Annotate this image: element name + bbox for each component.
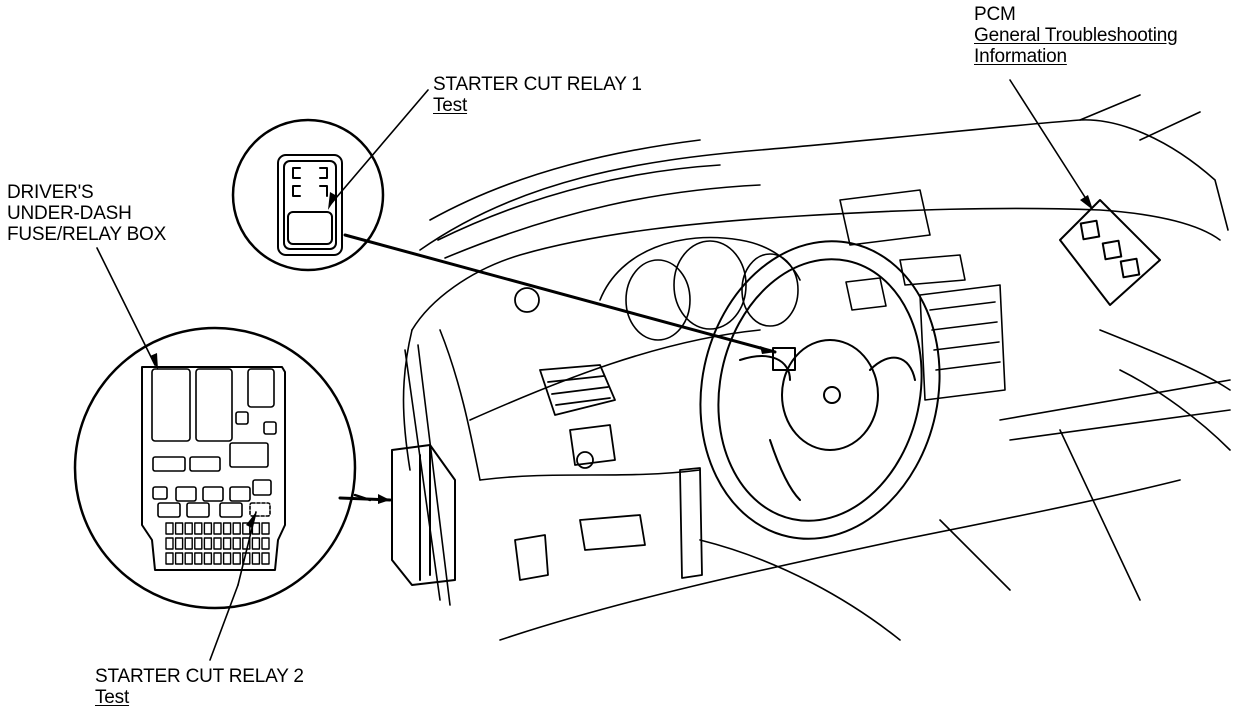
fusebox-line-3: FUSE/RELAY BOX xyxy=(7,224,167,245)
relay1-label: STARTER CUT RELAY 1 Test xyxy=(433,74,642,116)
steering-wheel xyxy=(699,240,941,540)
mini-fuse xyxy=(222,522,232,535)
relay1-title: STARTER CUT RELAY 1 xyxy=(433,74,642,95)
mini-fuse xyxy=(165,522,174,535)
pcm-information-link[interactable]: Information xyxy=(974,46,1067,67)
fusebox-location xyxy=(391,444,456,586)
dashboard-outline xyxy=(402,94,1231,641)
mini-fuse xyxy=(203,522,213,535)
mini-fuse xyxy=(261,552,270,565)
mini-fuse xyxy=(165,552,174,565)
mini-fuse xyxy=(203,552,213,565)
mini-fuse xyxy=(251,522,261,535)
relay1-callout xyxy=(231,118,385,272)
relay1-test-link[interactable]: Test xyxy=(433,95,468,116)
relay1-location xyxy=(772,347,796,371)
mini-fuse xyxy=(184,522,193,535)
pcm-unit xyxy=(1059,199,1161,306)
mini-fuse xyxy=(165,537,174,550)
mini-fuse xyxy=(242,537,251,550)
mini-fuse xyxy=(261,537,270,550)
mini-fuse xyxy=(194,522,203,535)
relay2-test-link[interactable]: Test xyxy=(95,687,130,708)
mini-fuse xyxy=(232,537,241,550)
mini-fuse xyxy=(232,522,241,535)
relay1-pointer-line xyxy=(343,233,777,354)
relay2-title: STARTER CUT RELAY 2 xyxy=(95,666,304,687)
fusebox-callout xyxy=(73,326,372,610)
mini-fuse xyxy=(174,552,184,565)
mini-fuse xyxy=(251,537,261,550)
mini-fuse xyxy=(213,537,222,550)
mini-fuse xyxy=(222,537,232,550)
mini-fuse xyxy=(174,537,184,550)
mini-fuse-rows xyxy=(165,522,270,565)
relay2-label: STARTER CUT RELAY 2 Test xyxy=(95,666,304,708)
mini-fuse xyxy=(242,552,251,565)
mini-fuse xyxy=(184,537,193,550)
mini-fuse xyxy=(194,552,203,565)
mini-fuse xyxy=(251,552,261,565)
mini-fuse xyxy=(174,522,184,535)
pcm-label: PCM General Troubleshooting Information xyxy=(974,4,1178,67)
mini-fuse xyxy=(203,537,213,550)
pcm-troubleshooting-link[interactable]: General Troubleshooting xyxy=(974,25,1178,46)
mini-fuse xyxy=(232,552,241,565)
fusebox-label: DRIVER'S UNDER-DASH FUSE/RELAY BOX xyxy=(7,182,166,245)
air-vent xyxy=(514,287,703,581)
mini-fuse xyxy=(222,552,232,565)
mini-fuse xyxy=(194,537,203,550)
pcm-title: PCM xyxy=(974,4,1016,25)
mini-fuse xyxy=(261,522,270,535)
instrument-cluster xyxy=(599,189,1006,401)
fusebox-line-1: DRIVER'S xyxy=(7,182,94,203)
fusebox-line-2: UNDER-DASH xyxy=(7,203,132,224)
mini-fuse xyxy=(184,552,193,565)
mini-fuse xyxy=(213,522,222,535)
mini-fuse xyxy=(213,552,222,565)
mini-fuse xyxy=(242,522,251,535)
